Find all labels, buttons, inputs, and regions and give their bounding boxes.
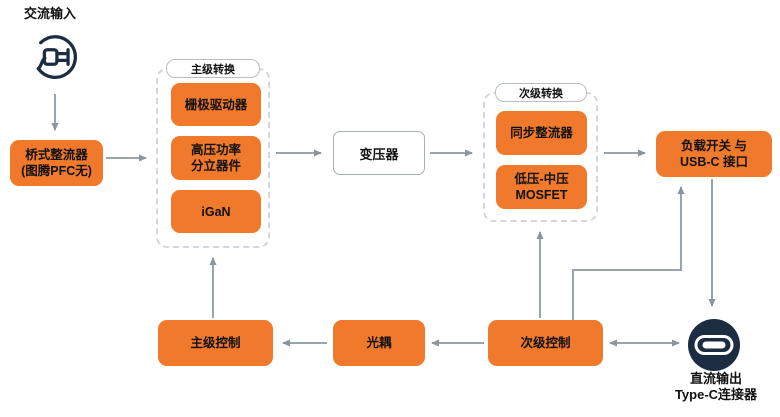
node-label-line: MOSFET [515,188,568,202]
node-primary-control: 主级控制 [158,320,273,366]
node-label-line: 高压功率 [190,143,241,157]
node-label-line: 低压-中压 [514,172,569,186]
dc-output-label-line2: Type-C连接器 [674,387,758,402]
node-label-line: 桥式整流器 [25,148,88,162]
power-plug-circle-icon [26,28,84,86]
node-hv-power-discrete: 高压功率 分立器件 [171,136,261,180]
node-label-line: USB-C 接口 [679,155,749,169]
node-label-line: (图腾PFC无) [21,164,92,178]
node-secondary-control: 次级控制 [488,320,603,366]
node-gate-driver: 栅极驱动器 [171,83,261,126]
secondary-conversion-group-label: 次级转换 [495,83,587,102]
node-igan: iGaN [171,190,261,233]
node-lv-mv-mosfet: 低压-中压 MOSFET [496,165,587,209]
node-transformer: 变压器 [333,131,425,175]
dc-output-label-line1: 直流输出 [689,371,742,386]
node-optocoupler: 光耦 [333,320,425,366]
node-sync-rectifier: 同步整流器 [496,111,587,155]
node-load-switch-usbc: 负载开关 与 USB-C 接口 [656,131,772,177]
dc-output-label: 直流输出 Type-C连接器 [646,371,780,403]
node-label-line: 分立器件 [190,159,241,173]
ac-input-label: 交流输入 [24,6,77,21]
primary-conversion-group-label: 主级转换 [166,59,260,78]
node-label-line: 负载开关 与 [681,139,747,153]
usb-c-connector-icon [688,319,740,371]
node-bridge-rectifier: 桥式整流器 (图腾PFC无) [10,140,103,186]
